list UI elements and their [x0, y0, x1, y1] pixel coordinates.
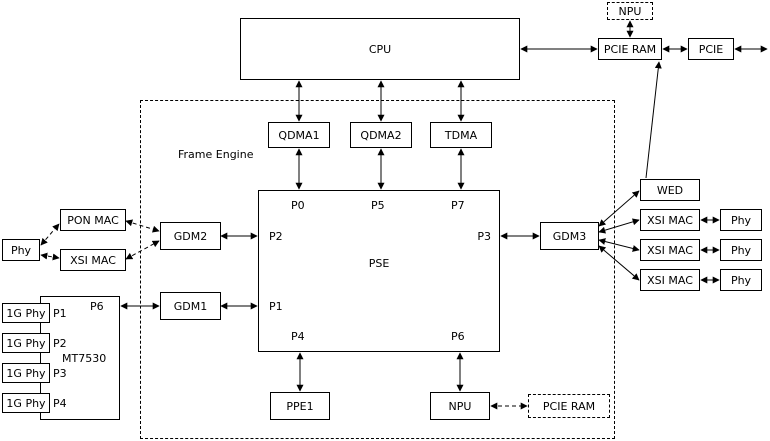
tdma-node: TDMA [430, 122, 492, 148]
pse-port-p6: P6 [451, 330, 465, 343]
phy-right-node-2: Phy [720, 239, 762, 261]
phy-right-label-2: Phy [730, 243, 752, 257]
phy-right-label-3: Phy [730, 273, 752, 287]
mt7530-container [40, 296, 120, 420]
xsi-mac-right-label-1: XSI MAC [647, 213, 693, 227]
pon-mac-label: PON MAC [67, 213, 119, 227]
pse-port-p3: P3 [477, 230, 491, 243]
arrow-gdm3-xsimac2 [598, 238, 640, 252]
qdma1-node: QDMA1 [268, 122, 330, 148]
gdm2-node: GDM2 [160, 222, 221, 250]
1g-phy-label-4: 1G Phy [6, 396, 46, 410]
pcie-ram-bottom-node: PCIE RAM [528, 394, 610, 418]
1g-phy-label-1: 1G Phy [6, 306, 46, 320]
tdma-label: TDMA [444, 128, 478, 142]
mt7530-port-p4: P4 [53, 397, 67, 410]
mt7530-port-p1: P1 [53, 307, 67, 320]
npu-bottom-node: NPU [430, 392, 490, 420]
pse-node: PSE P0 P5 P7 P2 P1 P3 P4 P6 [258, 190, 500, 352]
pcie-ram-bottom-label: PCIE RAM [542, 399, 596, 413]
pcie-ram-top-node: PCIE RAM [598, 38, 662, 60]
npu-top-node: NPU [607, 2, 653, 20]
ppe1-node: PPE1 [270, 392, 330, 420]
xsi-mac-left-label: XSI MAC [70, 253, 116, 267]
arrow-xsimacleft-gdm2 [125, 240, 160, 260]
cpu-node: CPU [240, 18, 520, 80]
gdm3-label: GDM3 [552, 229, 587, 243]
gdm2-label: GDM2 [173, 229, 208, 243]
pse-label: PSE [368, 257, 390, 270]
cpu-label: CPU [368, 42, 392, 56]
phy-right-node-1: Phy [720, 209, 762, 231]
1g-phy-node-1: 1G Phy [2, 303, 50, 323]
npu-top-label: NPU [618, 4, 642, 18]
frame-engine-label: Frame Engine [178, 148, 254, 161]
mt7530-port-p6: P6 [90, 300, 104, 313]
1g-phy-node-4: 1G Phy [2, 393, 50, 413]
xsi-mac-right-node-1: XSI MAC [640, 209, 700, 231]
pcie-node: PCIE [688, 38, 734, 60]
wed-node: WED [640, 179, 700, 201]
qdma2-label: QDMA2 [360, 128, 402, 142]
arrow-gdm3-xsimac1 [598, 218, 640, 234]
arrow-wed-pcieram [645, 61, 662, 179]
arrow-ponmac-gdm2 [125, 219, 160, 233]
phy-right-label-1: Phy [730, 213, 752, 227]
pcie-ram-top-label: PCIE RAM [603, 42, 657, 56]
mt7530-port-p2: P2 [53, 337, 67, 350]
pse-port-p0: P0 [291, 199, 305, 212]
xsi-mac-right-node-3: XSI MAC [640, 269, 700, 291]
xsi-mac-left-node: XSI MAC [60, 249, 126, 271]
phy-right-node-3: Phy [720, 269, 762, 291]
gdm1-label: GDM1 [173, 299, 208, 313]
pse-port-p1: P1 [269, 300, 283, 313]
arrow-phy-ponmac [40, 223, 60, 246]
xsi-mac-right-label-2: XSI MAC [647, 243, 693, 257]
arrow-gdm3-xsimac3 [598, 245, 640, 281]
xsi-mac-right-node-2: XSI MAC [640, 239, 700, 261]
qdma2-node: QDMA2 [350, 122, 412, 148]
mt7530-port-p3: P3 [53, 367, 67, 380]
xsi-mac-right-label-3: XSI MAC [647, 273, 693, 287]
phy-left-node: Phy [2, 239, 40, 261]
1g-phy-label-2: 1G Phy [6, 336, 46, 350]
phy-left-label: Phy [10, 243, 32, 257]
gdm3-node: GDM3 [540, 222, 599, 250]
pse-port-p4: P4 [291, 330, 305, 343]
gdm1-node: GDM1 [160, 292, 221, 320]
npu-bottom-label: NPU [448, 399, 472, 413]
wed-label: WED [656, 183, 684, 197]
ppe1-label: PPE1 [286, 399, 314, 413]
pcie-label: PCIE [698, 42, 724, 56]
pon-mac-node: PON MAC [60, 209, 126, 231]
qdma1-label: QDMA1 [278, 128, 320, 142]
1g-phy-node-3: 1G Phy [2, 363, 50, 383]
1g-phy-node-2: 1G Phy [2, 333, 50, 353]
pse-port-p2: P2 [269, 230, 283, 243]
pse-port-p5: P5 [371, 199, 385, 212]
mt7530-label: MT7530 [62, 352, 107, 365]
arrow-phy-xsimacleft [40, 252, 60, 261]
arrow-gdm3-wed [598, 190, 640, 227]
1g-phy-label-3: 1G Phy [6, 366, 46, 380]
pse-port-p7: P7 [451, 199, 465, 212]
